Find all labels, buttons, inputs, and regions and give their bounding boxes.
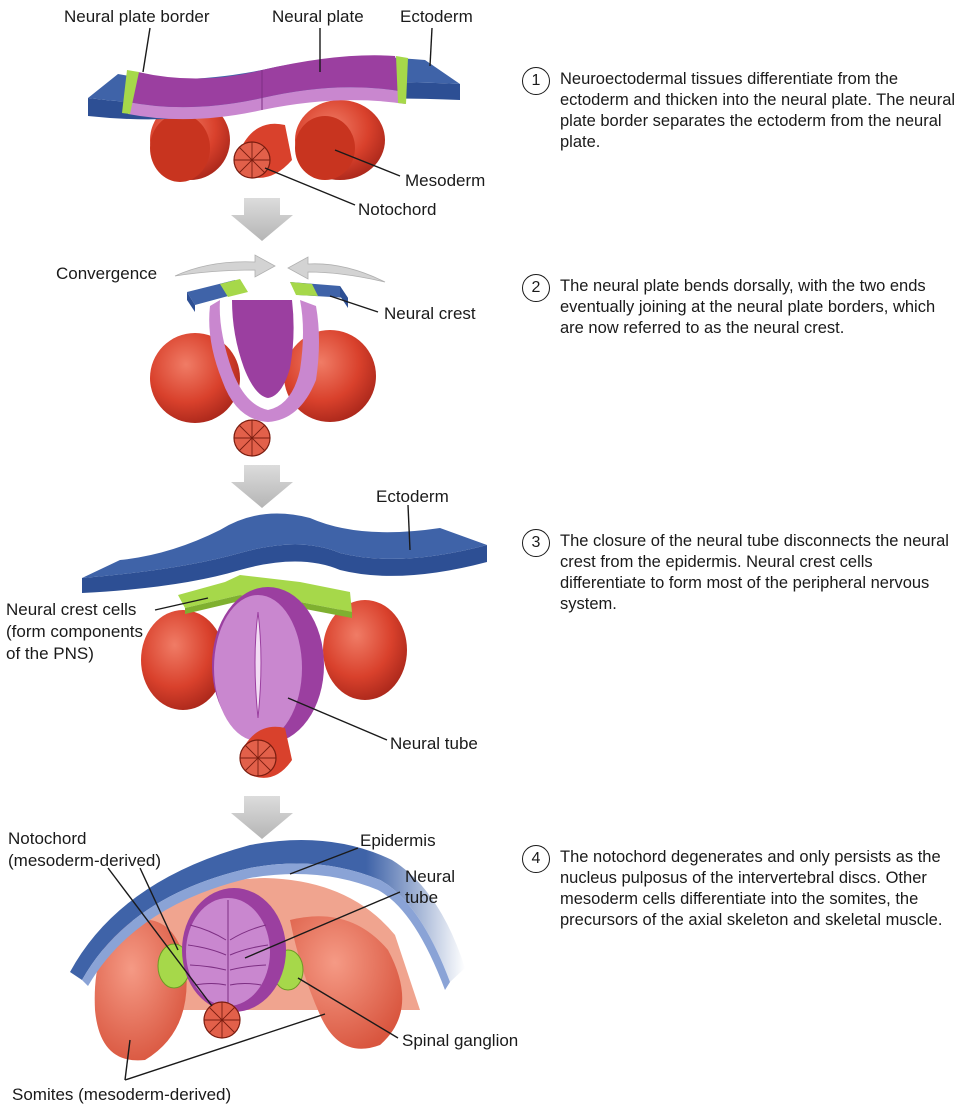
panel-2-neural-fold: Convergence Neural crest (56, 254, 476, 457)
notochord-3 (239, 726, 292, 778)
label-notochord-1: Notochord (358, 200, 436, 219)
label-ectoderm-3: Ectoderm (376, 487, 449, 506)
neural-fold (209, 300, 319, 422)
label-notochord-4-line2: (mesoderm-derived) (8, 851, 161, 870)
neural-tube-4 (182, 888, 286, 1012)
step-2-text: The neural plate bends dorsally, with th… (560, 277, 936, 337)
step-3-number: 3 (522, 529, 550, 557)
step-1-text: Neuroectodermal tissues differentiate fr… (560, 70, 956, 151)
notochord-4 (203, 1001, 241, 1039)
label-neural-crest-cells: Neural crest cells (6, 600, 136, 619)
fold-left-cap (187, 279, 248, 312)
label-ectoderm-1: Ectoderm (400, 7, 473, 26)
label-neural-crest: Neural crest (384, 304, 476, 323)
label-spinal-ganglion: Spinal ganglion (402, 1031, 518, 1050)
mesoderm-right-3 (323, 600, 407, 700)
panel-1-neural-plate: Neural plate border Neural plate Ectoder… (64, 7, 485, 219)
neural-plate-slab (88, 55, 460, 120)
panel-4-somites: Notochord (mesoderm-derived) Epidermis N… (8, 829, 518, 1104)
step-4-number: 4 (522, 845, 550, 873)
label-neural-crest-cells-line2: (form components (6, 622, 143, 641)
label-notochord-4: Notochord (8, 829, 86, 848)
step-4-text: The notochord degenerates and only persi… (560, 848, 943, 929)
down-arrow-1 (231, 198, 293, 241)
label-neural-plate: Neural plate (272, 7, 364, 26)
down-arrow-3 (231, 796, 293, 839)
mesoderm-left-3 (141, 610, 225, 710)
neural-tube-3 (212, 587, 324, 743)
label-epidermis: Epidermis (360, 831, 436, 850)
step-3-text: The closure of the neural tube disconnec… (560, 532, 949, 613)
mesoderm-right (295, 100, 385, 180)
label-neural-tube-4-line2: tube (405, 888, 438, 907)
down-arrow-2 (231, 465, 293, 508)
step-1-number: 1 (522, 67, 550, 95)
label-neural-tube-4: Neural (405, 867, 455, 886)
notochord-1 (233, 123, 292, 179)
ectoderm-slab-3 (82, 513, 487, 593)
label-neural-crest-cells-line3: of the PNS) (6, 644, 94, 663)
notochord-2 (233, 419, 271, 457)
epidermis-4 (70, 840, 465, 990)
step-2-number: 2 (522, 274, 550, 302)
somite-right (290, 916, 403, 1049)
label-somites: Somites (mesoderm-derived) (12, 1085, 231, 1104)
label-mesoderm: Mesoderm (405, 171, 485, 190)
label-convergence: Convergence (56, 264, 157, 283)
panel-3-neural-tube: Ectoderm Neural crest cells (form compon… (6, 487, 487, 778)
mesoderm-left (150, 100, 230, 182)
label-neural-tube-3: Neural tube (390, 734, 478, 753)
fold-right-cap (290, 282, 348, 308)
label-neural-plate-border: Neural plate border (64, 7, 210, 26)
convergence-arrows (174, 254, 386, 283)
